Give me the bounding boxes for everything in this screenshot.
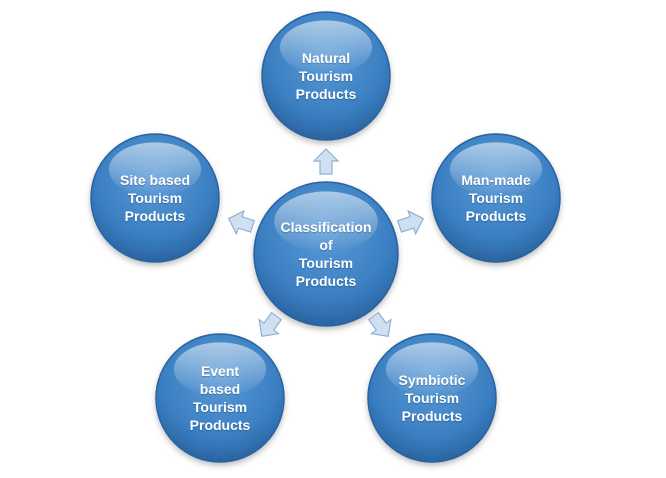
center-label: Classification of Tourism Products (280, 219, 372, 289)
natural-tourism-circle (261, 11, 391, 141)
arrow-to-man-made (396, 209, 425, 236)
center-circle-gloss (274, 191, 378, 252)
arrow-to-symbiotic (367, 311, 392, 338)
man-made-tourism-circle (431, 133, 561, 263)
man-made-tourism-label: Man-made Tourism Products (461, 172, 531, 224)
event-based-tourism-circle-gloss (173, 342, 267, 397)
site-based-tourism-circle-gloss (108, 142, 202, 197)
symbiotic-tourism-label: Symbiotic Tourism Products (398, 372, 466, 424)
arrow-to-natural (312, 148, 340, 175)
site-based-tourism-circle (90, 133, 220, 263)
site-based-tourism-label: Site based Tourism Products (119, 172, 191, 224)
arrow-to-event-based (258, 311, 283, 338)
center-circle (253, 181, 399, 327)
event-based-tourism-label: Event based Tourism Products (189, 363, 251, 433)
natural-tourism-circle-gloss (279, 20, 373, 75)
arrow-to-site-based (227, 209, 256, 236)
event-based-tourism-circle (155, 333, 285, 463)
symbiotic-tourism-circle (367, 333, 497, 463)
symbiotic-tourism-circle-gloss (385, 342, 479, 397)
man-made-tourism-circle-gloss (449, 142, 543, 197)
natural-tourism-label: Natural Tourism Products (295, 50, 357, 102)
